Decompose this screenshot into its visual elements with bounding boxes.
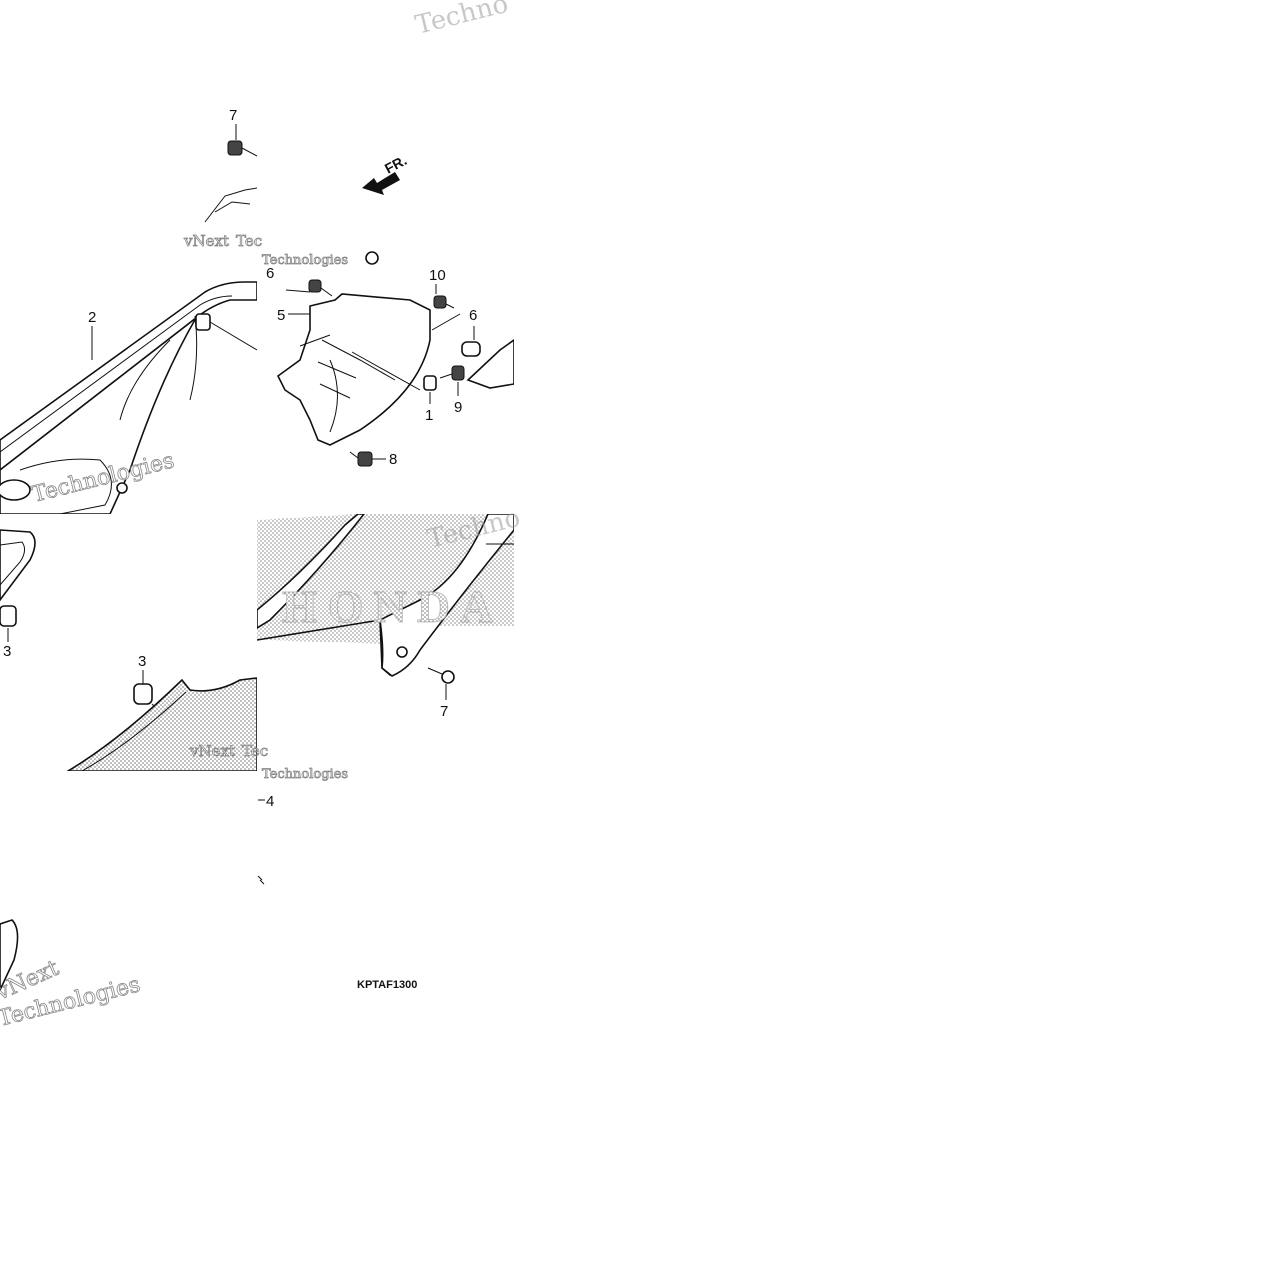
callout-4: 4 [266, 793, 274, 810]
callout-7-top: 7 [229, 107, 237, 124]
tail-fragment-drawing [0, 919, 19, 991]
grommet-icon [133, 683, 153, 705]
grommet-icon [461, 341, 481, 357]
bolt-icon [227, 140, 257, 157]
callout-9: 9 [454, 399, 462, 416]
inner-cover-drawing [276, 172, 514, 467]
drawing-code: KPTAF1300 [357, 979, 417, 991]
svg-text:Technologies: Technologies [262, 253, 348, 268]
svg-text:Techno: Techno [412, 0, 511, 41]
lower-cover-drawing [0, 529, 257, 771]
bolt-icon [349, 451, 373, 467]
callout-8: 8 [389, 451, 397, 468]
grommet-icon [0, 605, 17, 627]
svg-text:vNext: vNext [183, 232, 229, 250]
callout-6-left: 6 [266, 265, 274, 282]
svg-text:Technologies: Technologies [262, 767, 348, 782]
svg-text:vNext: vNext [189, 742, 235, 760]
svg-text:Tec: Tec [236, 232, 262, 250]
screw-icon [427, 667, 455, 684]
callout-3-center: 3 [138, 653, 146, 670]
callout-5: 5 [277, 307, 285, 324]
callout-7-bottom: 7 [440, 703, 448, 720]
front-arrow-icon [362, 172, 400, 195]
bolt-icon [433, 295, 455, 309]
callout-1: 1 [425, 407, 433, 424]
svg-text:Tec: Tec [242, 742, 268, 760]
outer-cover-drawing: HONDA [257, 514, 514, 684]
callout-3-left: 3 [3, 643, 11, 660]
grommet-icon [195, 313, 257, 351]
callout-10: 10 [429, 267, 446, 284]
collar-icon [423, 375, 437, 391]
front-direction-label: FR. [382, 152, 409, 177]
callout-2: 2 [88, 309, 96, 326]
bolt-icon [439, 365, 465, 381]
side-cover-drawing [0, 140, 257, 514]
brand-marking: HONDA [282, 581, 503, 632]
callout-6-right: 6 [469, 307, 477, 324]
bolt-icon [308, 279, 333, 297]
